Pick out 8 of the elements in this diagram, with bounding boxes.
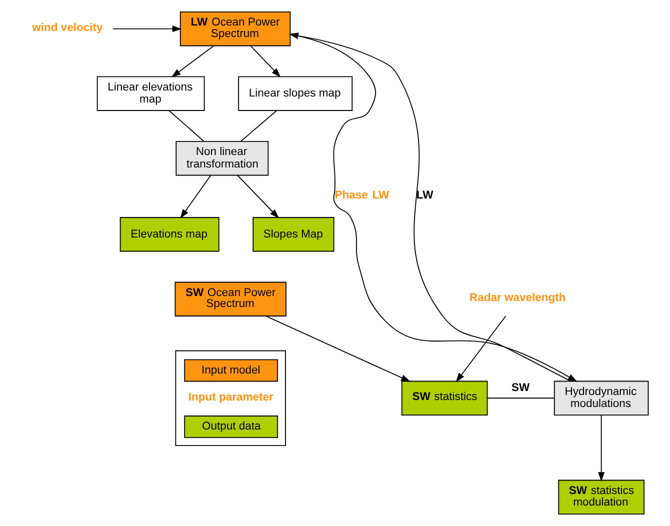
node-text: wind velocity [32, 22, 103, 34]
legend-label: Input parameter [188, 392, 274, 404]
legend-label: Input model [201, 364, 260, 376]
edge-label: Phase LW [334, 189, 390, 202]
legend-label: Output data [202, 420, 261, 433]
edge-label: LW [416, 189, 434, 202]
node-text: Radar wavelength [469, 292, 566, 304]
edge-label: SW [511, 382, 530, 394]
